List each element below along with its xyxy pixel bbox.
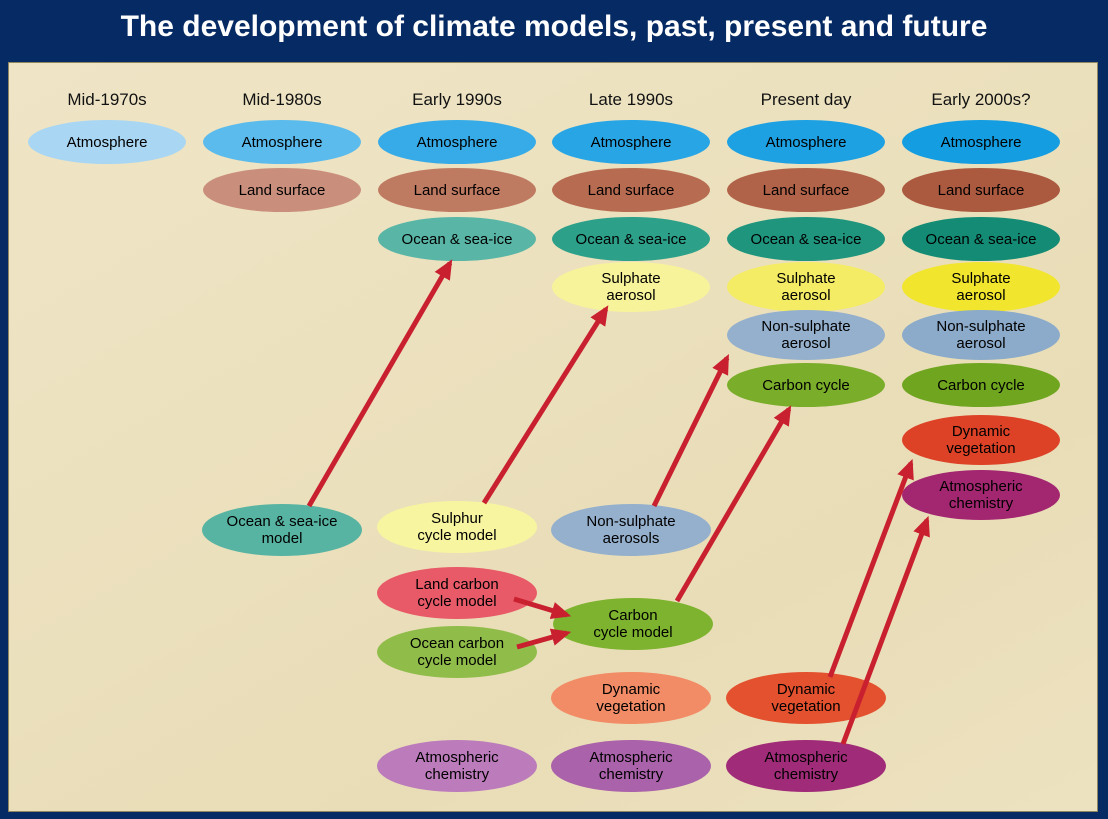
column-header-mid-1970s: Mid-1970s: [67, 90, 147, 109]
page-title: The development of climate models, past,…: [120, 10, 988, 43]
land-surface-early-2000s: Land surface: [902, 168, 1060, 212]
node-label: chemistry: [948, 495, 1014, 512]
node-label: Atmospheric: [415, 749, 499, 766]
carbon-cycle-early-2000s: Carbon cycle: [902, 363, 1060, 407]
node-label: Non-sulphate: [586, 513, 676, 530]
node-label: Dynamic: [601, 681, 661, 698]
column-header-present-day: Present day: [760, 90, 852, 109]
node-label: Atmospheric: [764, 749, 848, 766]
node-label: Atmosphere: [241, 133, 323, 151]
node-label: Atmospheric: [939, 478, 1023, 495]
node-label: model: [261, 530, 303, 547]
node-label: Sulphate: [601, 270, 661, 287]
title-bar: The development of climate models, past,…: [0, 0, 1108, 54]
node-label: vegetation: [771, 698, 841, 715]
node-label: Atmosphere: [765, 133, 847, 151]
node-label: Land surface: [587, 181, 675, 199]
carbon-cycle-present-day: Carbon cycle: [727, 363, 885, 407]
node-label: aerosol: [781, 287, 831, 304]
node-label: Atmospheric: [589, 749, 673, 766]
node-label: Atmosphere: [590, 133, 672, 151]
node-label: Ocean & sea-ice: [750, 230, 862, 248]
node-label: aerosol: [606, 287, 656, 304]
land-surface-present-day: Land surface: [727, 168, 885, 212]
node-label: aerosol: [781, 335, 831, 352]
atmosphere-early-2000s: Atmosphere: [902, 120, 1060, 164]
node-label: aerosols: [602, 530, 660, 547]
node-label: chemistry: [773, 766, 839, 783]
atmosphere-mid-1980s: Atmosphere: [203, 120, 361, 164]
node-label: Land surface: [762, 181, 850, 199]
column-header-mid-1980s: Mid-1980s: [242, 90, 322, 109]
node-label: Ocean & sea-ice: [925, 230, 1037, 248]
node-label: Land surface: [413, 181, 501, 199]
column-header-early-1990s: Early 1990s: [412, 90, 502, 109]
ocean-sea-ice-early-2000s: Ocean & sea-ice: [902, 217, 1060, 261]
node-label: chemistry: [598, 766, 664, 783]
node-label: Dynamic: [776, 681, 836, 698]
node-label: cycle model: [417, 527, 497, 544]
node-label: cycle model: [593, 624, 673, 641]
column-header-early-2000s: Early 2000s?: [931, 90, 1031, 109]
node-label: Carbon: [608, 607, 658, 624]
node-label: Non-sulphate: [936, 318, 1026, 335]
node-label: Non-sulphate: [761, 318, 851, 335]
node-label: cycle model: [417, 593, 497, 610]
node-label: Carbon cycle: [937, 376, 1025, 394]
node-label: Land surface: [937, 181, 1025, 199]
node-label: vegetation: [596, 698, 666, 715]
column-header-late-1990s: Late 1990s: [588, 90, 674, 109]
ocean-sea-ice-late-1990s: Ocean & sea-ice: [552, 217, 710, 261]
atmosphere-mid-1970s: Atmosphere: [28, 120, 186, 164]
atmosphere-present-day: Atmosphere: [727, 120, 885, 164]
node-label: Sulphur: [431, 510, 483, 527]
node-label: aerosol: [956, 335, 1006, 352]
land-surface-mid-1980s: Land surface: [203, 168, 361, 212]
node-label: Sulphate: [951, 270, 1011, 287]
ocean-sea-ice-present-day: Ocean & sea-ice: [727, 217, 885, 261]
node-label: Ocean & sea-ice: [575, 230, 687, 248]
node-label: Carbon cycle: [762, 376, 850, 394]
node-label: Sulphate: [776, 270, 836, 287]
node-label: Atmosphere: [416, 133, 498, 151]
node-label: Ocean & sea-ice: [401, 230, 513, 248]
node-label: aerosol: [956, 287, 1006, 304]
land-surface-late-1990s: Land surface: [552, 168, 710, 212]
node-label: cycle model: [417, 652, 497, 669]
ocean-sea-ice-early-1990s: Ocean & sea-ice: [378, 217, 536, 261]
node-label: Land carbon: [415, 576, 499, 593]
node-label: Atmosphere: [66, 133, 148, 151]
node-label: Ocean carbon: [409, 635, 505, 652]
node-label: Dynamic: [951, 423, 1011, 440]
node-label: Land surface: [238, 181, 326, 199]
atmosphere-early-1990s: Atmosphere: [378, 120, 536, 164]
atmosphere-late-1990s: Atmosphere: [552, 120, 710, 164]
land-surface-early-1990s: Land surface: [378, 168, 536, 212]
node-label: chemistry: [424, 766, 490, 783]
node-label: Ocean & sea-ice: [226, 513, 338, 530]
node-label: Atmosphere: [940, 133, 1022, 151]
node-label: vegetation: [946, 440, 1016, 457]
